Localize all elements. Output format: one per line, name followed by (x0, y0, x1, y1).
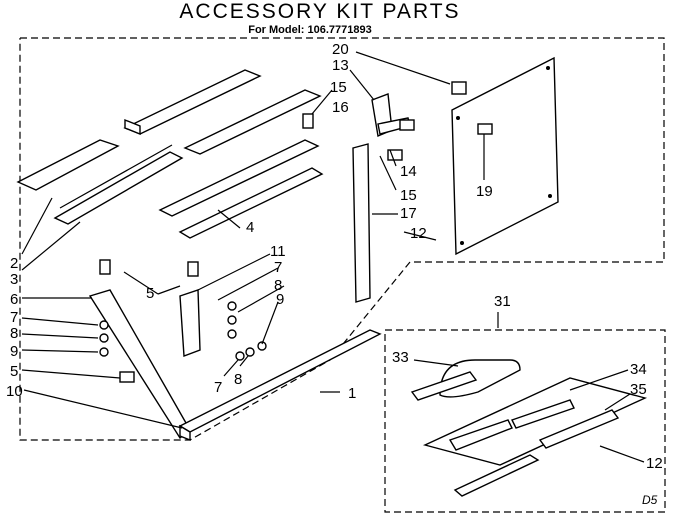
callout-12b: 12 (646, 455, 663, 472)
callout-34: 34 (630, 361, 647, 378)
vertical-post (352, 143, 371, 303)
filler-strip (158, 139, 324, 239)
bottom-bar (178, 329, 382, 442)
callout-12: 12 (410, 225, 427, 242)
callout-3: 3 (10, 271, 18, 288)
callout-15b: 15 (400, 187, 417, 204)
subkit-boundary (384, 329, 666, 513)
callout-10: 10 (6, 383, 23, 400)
callout-9b: 9 (10, 343, 18, 360)
callout-35: 35 (630, 381, 647, 398)
leader-lines (21, 51, 645, 463)
callout-7b: 7 (10, 309, 18, 326)
callout-14: 14 (400, 163, 417, 180)
rail-left-short (16, 139, 120, 191)
callout-5b: 5 (10, 363, 18, 380)
callout-labels: 20 13 15 16 14 15 17 12 19 4 11 7 8 9 5 … (6, 41, 663, 507)
diagram-code: D5 (642, 493, 658, 507)
callout-9: 9 (276, 291, 284, 308)
callout-20: 20 (332, 41, 349, 58)
callout-1: 1 (348, 385, 356, 402)
kit-boundary (19, 37, 665, 441)
callout-8c: 8 (234, 371, 242, 388)
callout-7: 7 (274, 259, 282, 276)
callout-19: 19 (476, 183, 493, 200)
support-leg (88, 289, 191, 440)
callout-16: 16 (332, 99, 349, 116)
screw-parts (99, 113, 493, 383)
callout-7c: 7 (214, 379, 222, 396)
callout-11: 11 (270, 243, 286, 260)
callout-2: 2 (10, 255, 18, 272)
model-number: For Model: 106.7771893 (248, 24, 372, 36)
callout-15: 15 (330, 79, 347, 96)
callout-6: 6 (10, 291, 18, 308)
subkit-parts (410, 359, 648, 497)
rail-top-left (123, 69, 262, 136)
callout-33: 33 (392, 349, 409, 366)
callout-31: 31 (494, 293, 511, 310)
callout-5: 5 (146, 285, 154, 302)
rail-top-right (183, 89, 322, 155)
callout-13: 13 (332, 57, 349, 74)
side-panel (451, 56, 559, 256)
callout-8b: 8 (10, 325, 18, 342)
callout-8: 8 (274, 277, 282, 294)
channel-rail (53, 144, 184, 225)
callout-4: 4 (246, 219, 254, 236)
bracket-mid (179, 289, 201, 357)
panel-clip (451, 81, 467, 95)
callout-17: 17 (400, 205, 417, 222)
page-title: ACCESSORY KIT PARTS (179, 0, 461, 23)
